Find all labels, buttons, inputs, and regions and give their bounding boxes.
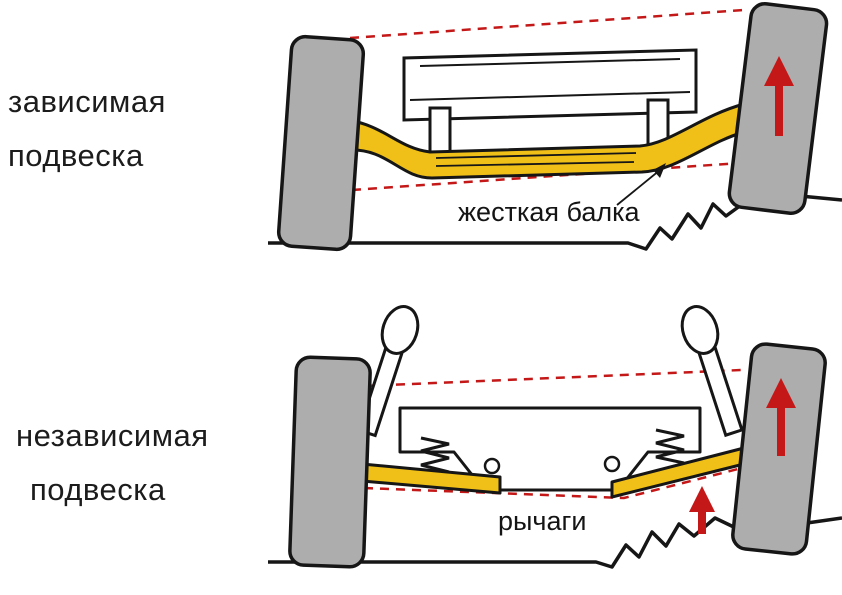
dependent-suspension-label-line1: зависимая bbox=[8, 84, 166, 119]
independent-suspension-label-line1: независимая bbox=[16, 418, 209, 453]
dashed-reference-line-bottom-upper bbox=[363, 368, 743, 388]
control-arms-callout-label: рычаги bbox=[498, 506, 587, 536]
left-wheel-top bbox=[276, 34, 366, 252]
rigid-beam-callout-label: жесткая балка bbox=[458, 197, 640, 227]
coil-spring-right bbox=[655, 428, 685, 465]
dependent-suspension-label-line2: подвеска bbox=[8, 138, 144, 173]
up-arrow-under-right-arm bbox=[689, 486, 715, 534]
shock-strut-right bbox=[680, 305, 744, 438]
dashed-reference-line-top-lower bbox=[351, 161, 741, 192]
up-arrow-right-wheel-bottom bbox=[766, 378, 796, 456]
independent-suspension-diagram bbox=[268, 305, 842, 569]
frame-bolt-hole-left bbox=[483, 457, 501, 475]
up-arrow-right-wheel-top bbox=[764, 56, 794, 136]
frame-mount-post-left bbox=[428, 106, 452, 156]
dependent-suspension-diagram bbox=[268, 1, 842, 252]
dashed-reference-line-top-upper bbox=[349, 8, 745, 40]
independent-suspension-label-line2: подвеска bbox=[30, 472, 166, 507]
left-wheel-bottom bbox=[288, 355, 372, 569]
car-frame-top bbox=[402, 48, 698, 156]
frame-bolt-hole-right bbox=[603, 455, 621, 473]
callout-pointer-rigid-beam bbox=[616, 163, 666, 206]
dashed-reference-line-bottom-lower bbox=[363, 466, 743, 500]
